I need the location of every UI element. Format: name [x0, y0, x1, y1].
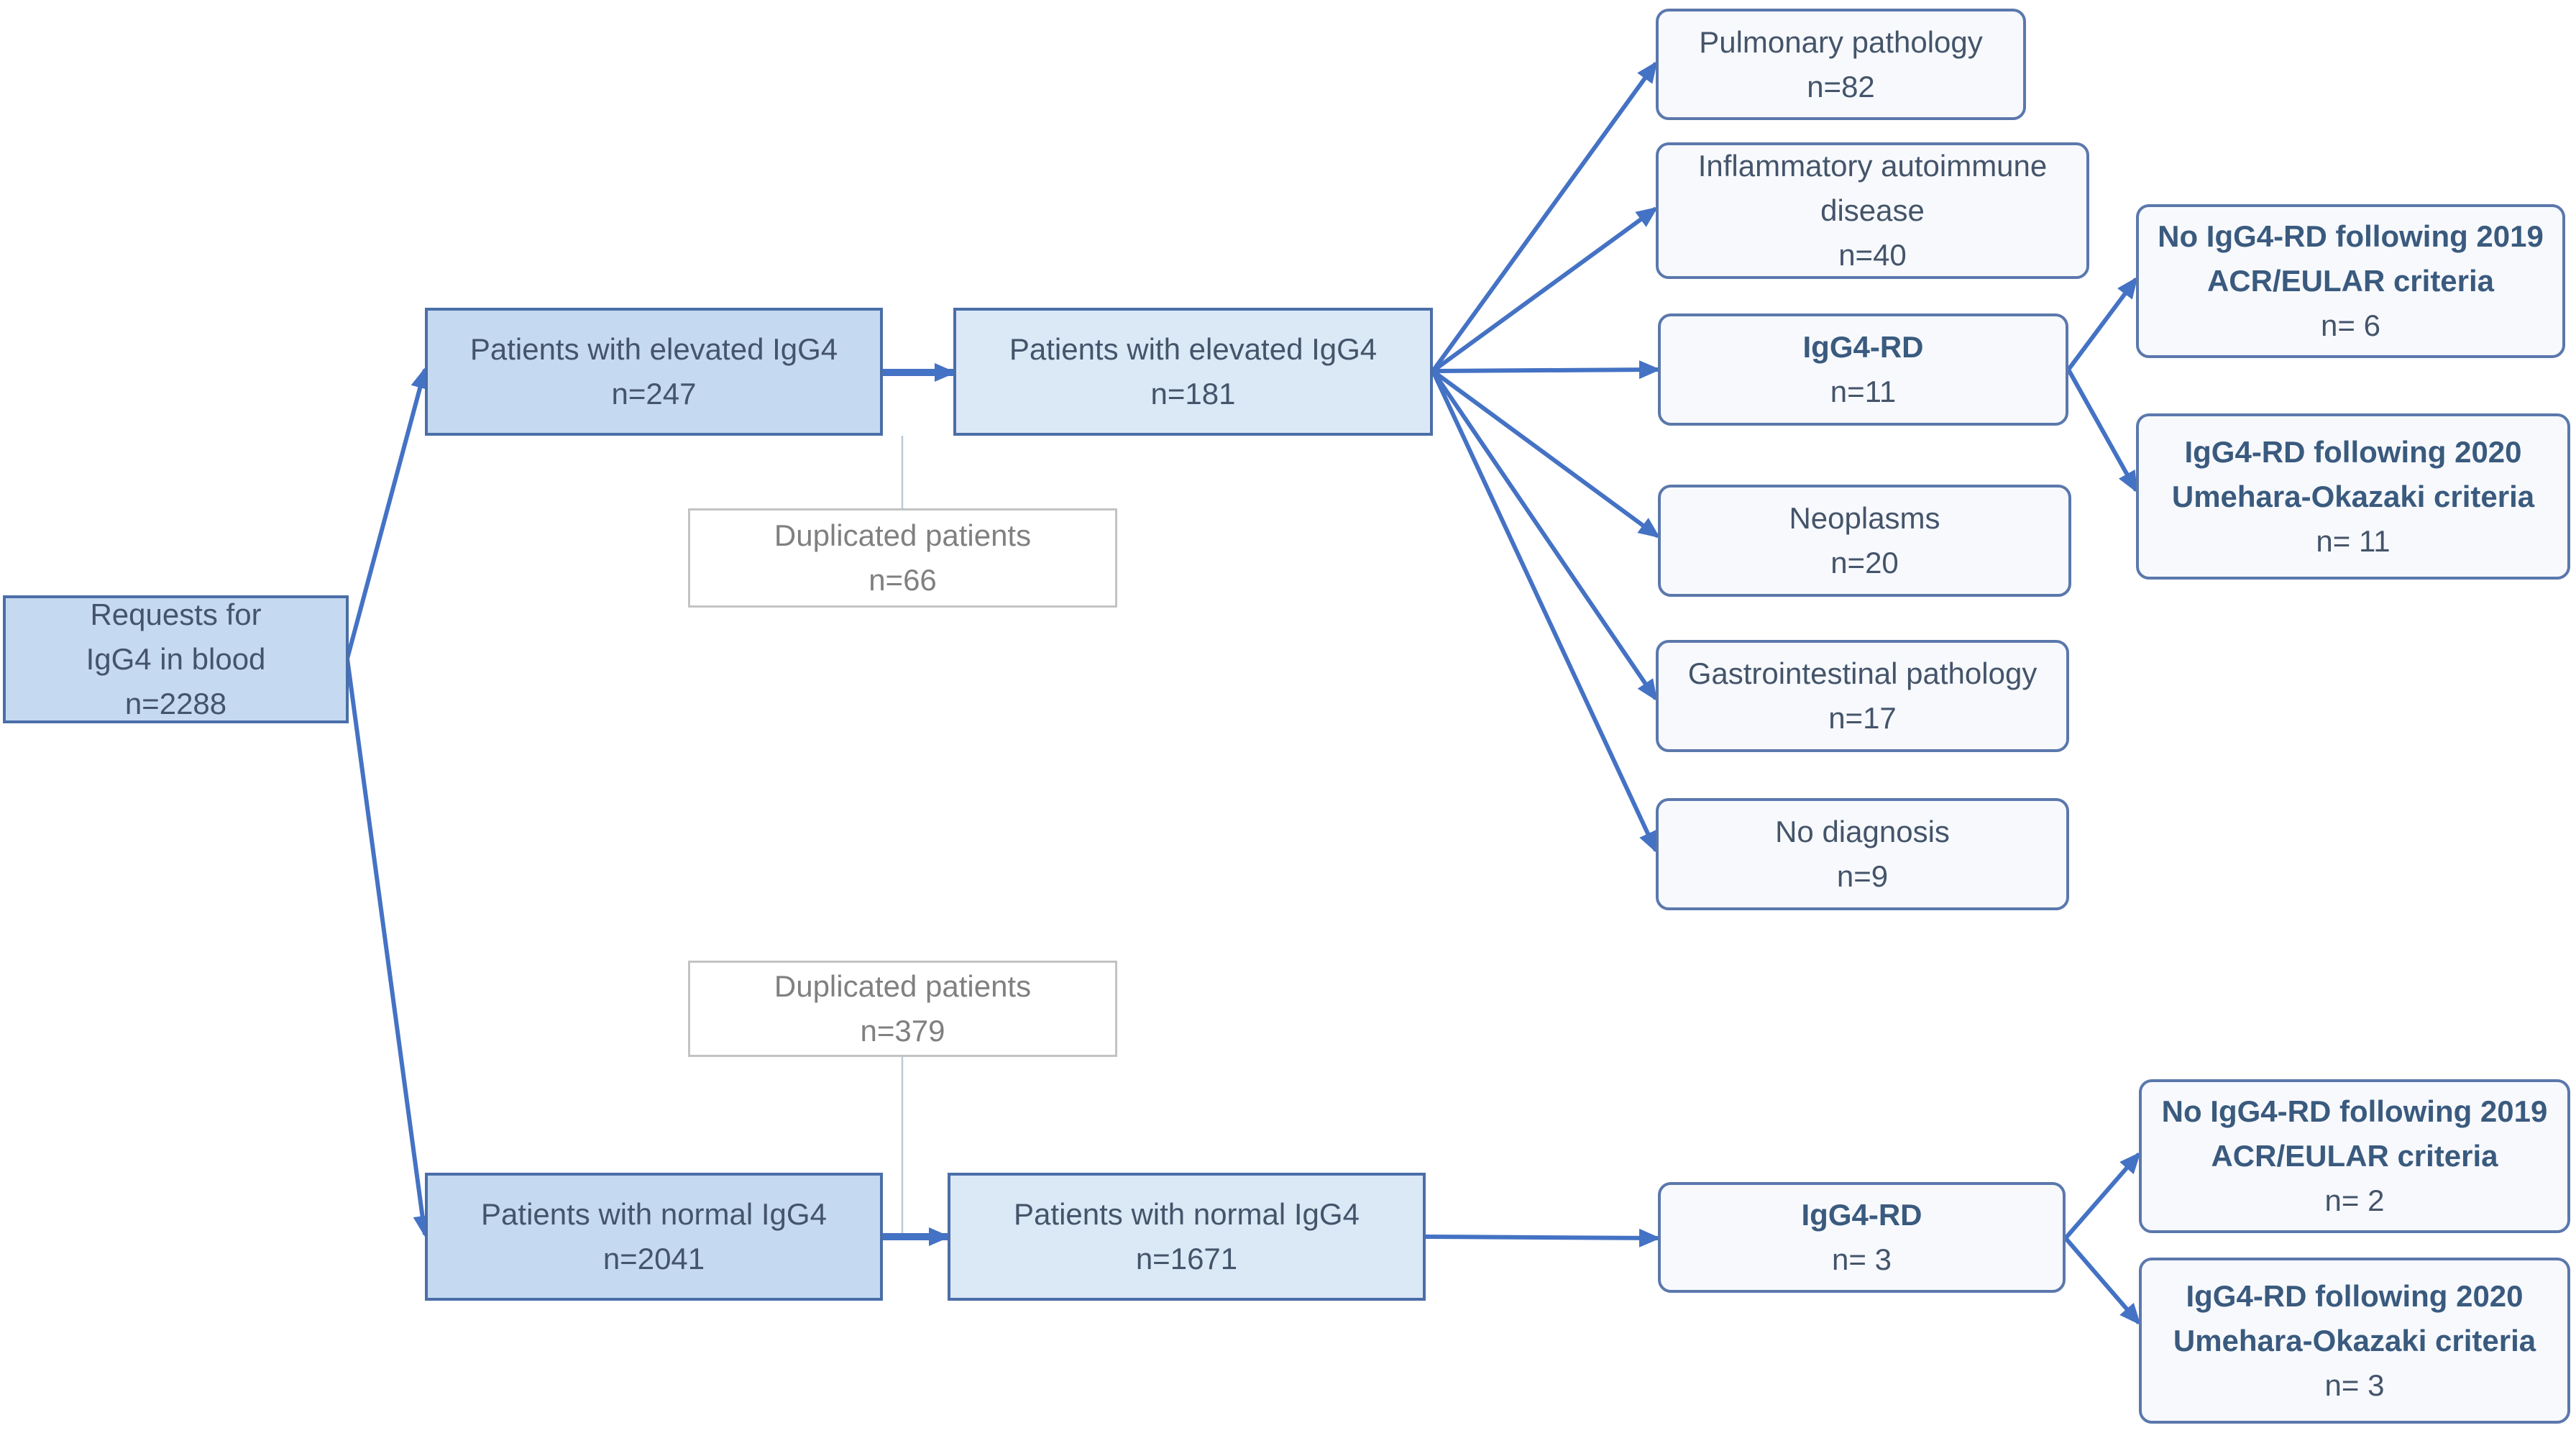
- gastro-label: Gastrointestinal pathology: [1687, 656, 2038, 690]
- arrow-to-igg4rd-elevated: [1432, 360, 1661, 380]
- criteria-normal-no-rd-line1: No IgG4-RD following 2019: [2161, 1094, 2548, 1128]
- arrow-normal-to-no-rd: [2063, 1151, 2141, 1240]
- requests-line2: IgG4 in blood: [86, 642, 266, 676]
- arrow-to-pulmonary: [1431, 60, 1658, 372]
- igg4rd-elevated-count: n=11: [1830, 375, 1897, 408]
- arrow-normal-to-rd: [2063, 1237, 2141, 1326]
- inflammatory-line2: disease: [1820, 193, 1925, 227]
- duplicated-elevated-count: n=66: [868, 563, 937, 597]
- normal-unique-label: Patients with normal IgG4: [1014, 1197, 1360, 1231]
- elevated-unique-count: n=181: [1150, 377, 1236, 411]
- elevated-all-label: Patients with elevated IgG4: [469, 332, 838, 366]
- inflammatory-box: Inflammatory autoimmune disease n=40: [1656, 142, 2089, 279]
- duplicated-normal-box: Duplicated patients n=379: [688, 961, 1117, 1057]
- elevated-unique-label: Patients with elevated IgG4: [1009, 332, 1378, 366]
- arrow-elevated-to-rd: [2066, 368, 2138, 493]
- requests-count: n=2288: [124, 687, 227, 720]
- arrow-requests-to-normal: [345, 658, 432, 1237]
- gastro-count: n=17: [1828, 701, 1897, 735]
- requests-line1: Requests for: [90, 598, 262, 631]
- arrow-to-gastro: [1431, 370, 1658, 702]
- gastro-box: Gastrointestinal pathology n=17: [1656, 640, 2069, 752]
- inflammatory-count: n=40: [1838, 238, 1907, 272]
- elevated-all-count: n=247: [611, 377, 697, 411]
- criteria-normal-no-rd-line2: ACR/EULAR criteria: [2211, 1139, 2498, 1173]
- arrow-requests-to-elevated: [345, 367, 429, 659]
- nodiagnosis-box: No diagnosis n=9: [1656, 798, 2069, 910]
- criteria-normal-rd-box: IgG4-RD following 2020 Umehara-Okazaki c…: [2139, 1258, 2570, 1424]
- criteria-elevated-no-rd-box: No IgG4-RD following 2019 ACR/EULAR crit…: [2136, 204, 2565, 358]
- normal-all-count: n=2041: [602, 1242, 705, 1276]
- criteria-elevated-no-rd-line1: No IgG4-RD following 2019: [2158, 219, 2544, 253]
- arrow-to-igg4rd-normal: [1425, 1228, 1661, 1247]
- pulmonary-box: Pulmonary pathology n=82: [1656, 9, 2026, 120]
- criteria-elevated-rd-line2: Umehara-Okazaki criteria: [2171, 479, 2535, 513]
- igg4rd-normal-count: n= 3: [1832, 1242, 1892, 1276]
- duplicated-normal-count: n=379: [860, 1014, 945, 1048]
- criteria-elevated-no-rd-line2: ACR/EULAR criteria: [2206, 264, 2495, 298]
- nodiagnosis-count: n=9: [1836, 859, 1889, 893]
- duplicated-elevated-label: Duplicated patients: [774, 518, 1032, 552]
- igg4rd-normal-box: IgG4-RD n= 3: [1658, 1182, 2066, 1293]
- arrow-to-inflammatory: [1431, 206, 1659, 373]
- criteria-elevated-rd-box: IgG4-RD following 2020 Umehara-Okazaki c…: [2136, 413, 2570, 580]
- criteria-elevated-no-rd-count: n= 6: [2321, 308, 2380, 342]
- inflammatory-line1: Inflammatory autoimmune: [1697, 149, 2048, 183]
- criteria-normal-no-rd-box: No IgG4-RD following 2019 ACR/EULAR crit…: [2139, 1079, 2570, 1233]
- normal-all-box: Patients with normal IgG4 n=2041: [425, 1173, 883, 1301]
- criteria-normal-rd-count: n= 3: [2324, 1368, 2385, 1402]
- duplicated-normal-label: Duplicated patients: [774, 969, 1032, 1003]
- normal-all-label: Patients with normal IgG4: [481, 1197, 827, 1231]
- igg4rd-elevated-box: IgG4-RD n=11: [1658, 313, 2068, 426]
- arrow-to-nodiagnosis: [1431, 370, 1658, 853]
- igg4rd-normal-label: IgG4-RD: [1801, 1198, 1922, 1232]
- arrow-elevated-to-no-rd: [2066, 276, 2138, 371]
- igg4rd-elevated-label: IgG4-RD: [1802, 330, 1924, 364]
- arrow-to-neoplasms: [1431, 369, 1661, 539]
- duplicated-elevated-box: Duplicated patients n=66: [688, 508, 1117, 608]
- normal-unique-count: n=1671: [1135, 1242, 1238, 1276]
- normal-unique-box: Patients with normal IgG4 n=1671: [948, 1173, 1426, 1301]
- pulmonary-count: n=82: [1807, 69, 1875, 104]
- criteria-normal-no-rd-count: n= 2: [2324, 1184, 2385, 1217]
- elevated-unique-box: Patients with elevated IgG4 n=181: [953, 308, 1433, 436]
- neoplasms-label: Neoplasms: [1789, 501, 1940, 535]
- criteria-elevated-rd-count: n= 11: [2316, 523, 2391, 558]
- pulmonary-label: Pulmonary pathology: [1699, 24, 1983, 59]
- neoplasms-box: Neoplasms n=20: [1658, 485, 2071, 597]
- nodiagnosis-label: No diagnosis: [1775, 815, 1950, 848]
- elevated-all-box: Patients with elevated IgG4 n=247: [425, 308, 883, 436]
- criteria-elevated-rd-line1: IgG4-RD following 2020: [2184, 434, 2522, 469]
- criteria-normal-rd-line2: Umehara-Okazaki criteria: [2173, 1323, 2536, 1358]
- neoplasms-count: n=20: [1830, 546, 1899, 580]
- criteria-normal-rd-line1: IgG4-RD following 2020: [2186, 1278, 2524, 1313]
- requests-box: Requests for IgG4 in blood n=2288: [3, 595, 349, 723]
